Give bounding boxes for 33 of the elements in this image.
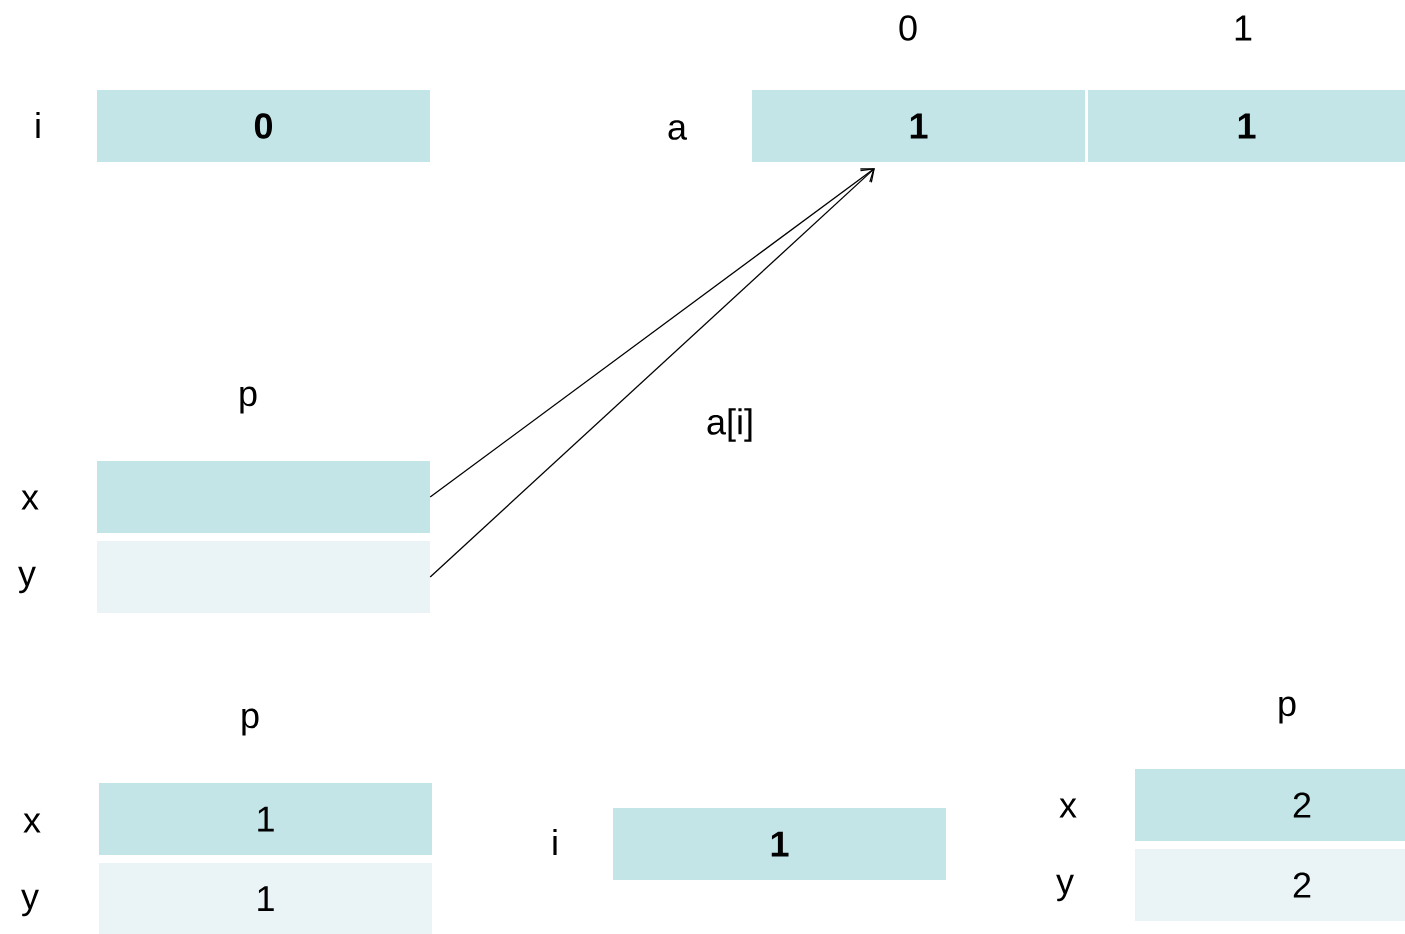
node-label: 1 xyxy=(1238,113,1256,139)
node-label: 1 xyxy=(258,886,274,911)
cell-label: i xyxy=(553,828,557,856)
node-label: 1 xyxy=(910,113,928,139)
cell-label: 0 xyxy=(899,15,917,41)
cell-label: y xyxy=(21,889,39,917)
empty-cell xyxy=(97,461,430,533)
cell-label: 1 xyxy=(1235,15,1252,41)
value-cell xyxy=(99,783,432,855)
cell-label: p xyxy=(240,386,257,414)
cell-label: y xyxy=(18,566,36,594)
value-cell xyxy=(613,808,946,880)
value-cell xyxy=(752,90,1085,162)
node-label: 1 xyxy=(771,831,789,857)
value-cell xyxy=(1135,769,1405,841)
cell-label: y xyxy=(1056,874,1074,902)
value-cell xyxy=(97,90,430,162)
arrow xyxy=(429,168,875,498)
cell-label: i xyxy=(36,111,40,139)
node-label: 1 xyxy=(258,806,274,832)
cell-label: x xyxy=(23,813,41,833)
cell-label: x xyxy=(21,490,39,510)
cell-label: p xyxy=(1279,696,1296,724)
node-label: 0 xyxy=(254,113,273,139)
empty-cell xyxy=(97,541,430,613)
node-label: 2 xyxy=(1293,792,1311,818)
value-cell xyxy=(1088,90,1405,162)
node-label: 2 xyxy=(1293,872,1311,898)
edge-label: a[i] xyxy=(705,407,755,443)
cell-label: a xyxy=(668,120,687,140)
cell-label: x xyxy=(1059,798,1077,818)
arrow xyxy=(429,168,875,578)
cell-label: p xyxy=(242,708,259,736)
